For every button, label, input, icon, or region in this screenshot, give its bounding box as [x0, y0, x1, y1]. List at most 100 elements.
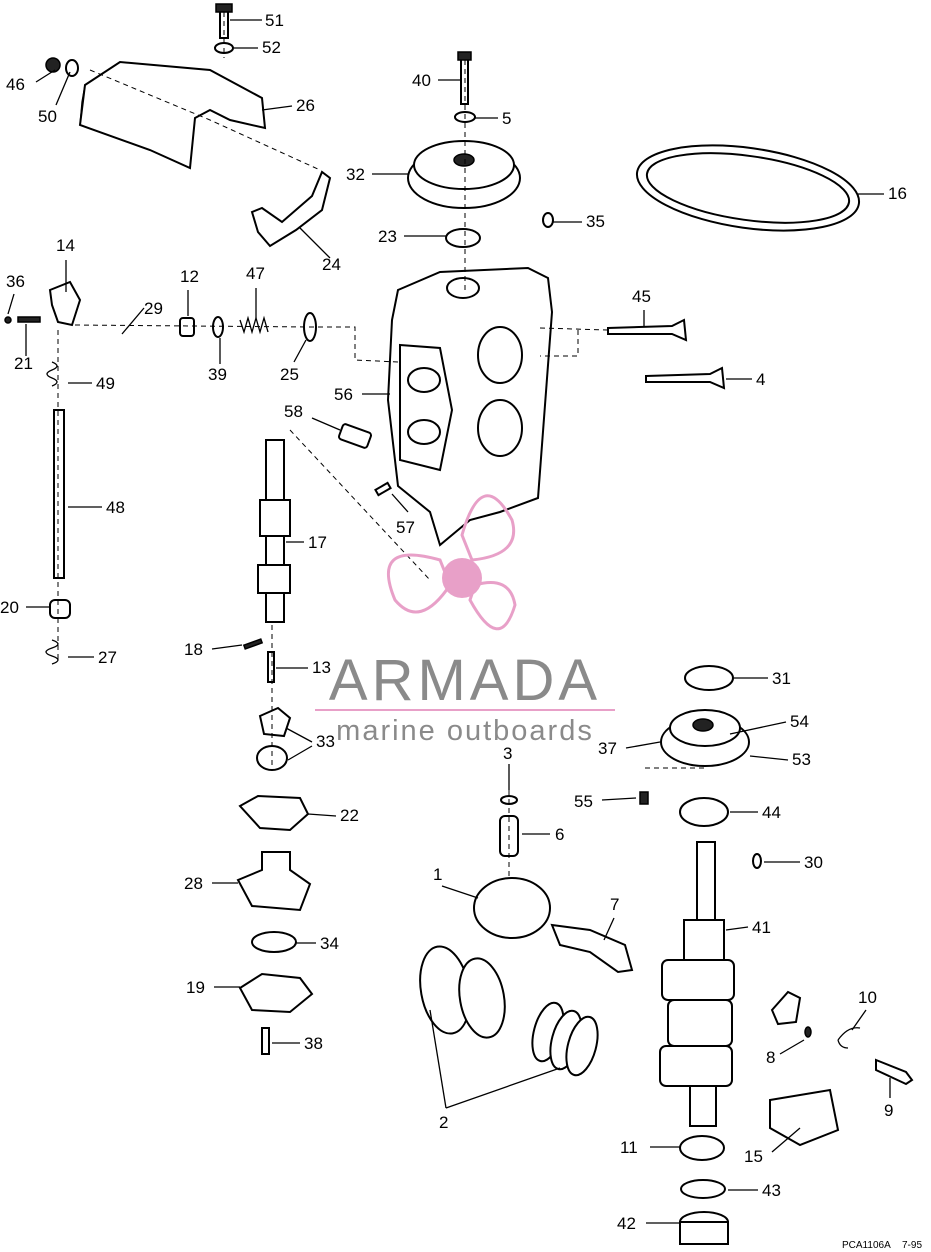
callout-leader-line — [35, 69, 56, 83]
callout-25: 25 — [280, 339, 307, 384]
callout-number: 18 — [184, 640, 203, 659]
callout-15: 15 — [744, 1127, 801, 1166]
callout-number: 11 — [620, 1138, 638, 1157]
callout-39: 39 — [208, 338, 227, 384]
callout-number: 55 — [574, 792, 593, 811]
callout-18: 18 — [184, 640, 243, 659]
callout-leader-line — [771, 1127, 801, 1153]
callout-number: 23 — [378, 227, 397, 246]
callout-13: 13 — [276, 658, 331, 677]
callout-58: 58 — [284, 402, 341, 431]
callout-number: 36 — [6, 272, 25, 291]
callout-number: 35 — [586, 212, 605, 231]
callout-number: 4 — [756, 370, 765, 389]
callout-leader-line — [429, 1009, 447, 1109]
callout-37: 37 — [598, 739, 661, 758]
callout-23: 23 — [378, 227, 446, 246]
callout-35: 35 — [553, 212, 605, 231]
callout-26: 26 — [261, 96, 315, 115]
callout-22: 22 — [307, 806, 359, 825]
callout-number: 58 — [284, 402, 303, 421]
callout-leader-line — [211, 644, 243, 650]
callout-14: 14 — [56, 236, 75, 292]
callout-51: 51 — [230, 11, 284, 30]
callout-number: 37 — [598, 739, 617, 758]
callout-leader-line — [603, 917, 615, 941]
callout-leader-line — [725, 926, 749, 931]
watermark-brand: ARMADA — [329, 648, 601, 713]
callout-number: 2 — [439, 1113, 448, 1132]
callout-leader-line — [779, 1039, 805, 1055]
callout-57: 57 — [391, 493, 415, 537]
callout-29: 29 — [121, 299, 163, 335]
callout-number: 53 — [792, 750, 811, 769]
callout-10: 10 — [851, 988, 877, 1031]
callout-number: 29 — [144, 299, 163, 318]
callout-number: 10 — [858, 988, 877, 1007]
callout-54: 54 — [729, 712, 809, 735]
callout-5: 5 — [474, 109, 511, 128]
callout-leader-line — [287, 745, 313, 761]
callout-number: 21 — [14, 354, 33, 373]
callout-34: 34 — [296, 934, 339, 953]
callout-17: 17 — [286, 533, 327, 552]
callout-52: 52 — [234, 38, 281, 57]
callout-leader-line — [261, 105, 293, 111]
callout-leader-line — [391, 493, 409, 513]
figure-date: 7-95 — [902, 1240, 922, 1251]
callout-number: 13 — [312, 658, 331, 677]
callout-28: 28 — [184, 874, 238, 893]
callout-number: 39 — [208, 365, 227, 384]
callout-number: 46 — [6, 75, 25, 94]
callout-3: 3 — [503, 744, 512, 790]
callout-leader-line — [55, 71, 71, 106]
callout-number: 16 — [888, 184, 907, 203]
callout-number: 40 — [412, 71, 431, 90]
callout-49: 49 — [68, 374, 115, 393]
callout-33: 33 — [285, 727, 335, 761]
callout-16: 16 — [858, 184, 907, 203]
callout-number: 9 — [884, 1101, 893, 1120]
callout-number: 38 — [304, 1034, 323, 1053]
callout-24: 24 — [299, 227, 341, 274]
callout-6: 6 — [522, 825, 564, 844]
callout-number: 57 — [396, 518, 415, 537]
callout-leader-line — [749, 755, 789, 761]
callout-number: 12 — [180, 267, 199, 286]
callout-42: 42 — [617, 1214, 680, 1233]
callout-19: 19 — [186, 978, 240, 997]
callout-number: 31 — [772, 669, 791, 688]
callout-number: 17 — [308, 533, 327, 552]
callout-number: 7 — [610, 895, 619, 914]
callout-8: 8 — [766, 1039, 805, 1067]
callout-leader-line — [311, 417, 341, 431]
parts-artwork — [4, 3, 914, 1245]
callout-number: 14 — [56, 236, 75, 255]
callout-number: 5 — [502, 109, 511, 128]
callout-32: 32 — [346, 165, 408, 184]
callout-leader-line — [729, 721, 787, 735]
callout-48: 48 — [68, 498, 125, 517]
callout-number: 47 — [246, 264, 265, 283]
callout-number: 43 — [762, 1181, 781, 1200]
callout-number: 56 — [334, 385, 353, 404]
callout-number: 15 — [744, 1147, 763, 1166]
callout-number: 30 — [804, 853, 823, 872]
callout-leader-line — [293, 339, 307, 363]
watermark-underline — [315, 709, 615, 711]
callout-leader-line — [625, 741, 661, 749]
callout-number: 19 — [186, 978, 205, 997]
callout-leader-line — [299, 227, 331, 259]
callout-31: 31 — [734, 669, 791, 688]
callout-number: 51 — [265, 11, 284, 30]
callout-number: 3 — [503, 744, 512, 763]
callout-number: 25 — [280, 365, 299, 384]
callout-38: 38 — [272, 1034, 323, 1053]
callout-number: 32 — [346, 165, 365, 184]
callout-45: 45 — [632, 287, 651, 326]
callout-number: 52 — [262, 38, 281, 57]
callout-20: 20 — [0, 598, 50, 617]
callout-number: 6 — [555, 825, 564, 844]
